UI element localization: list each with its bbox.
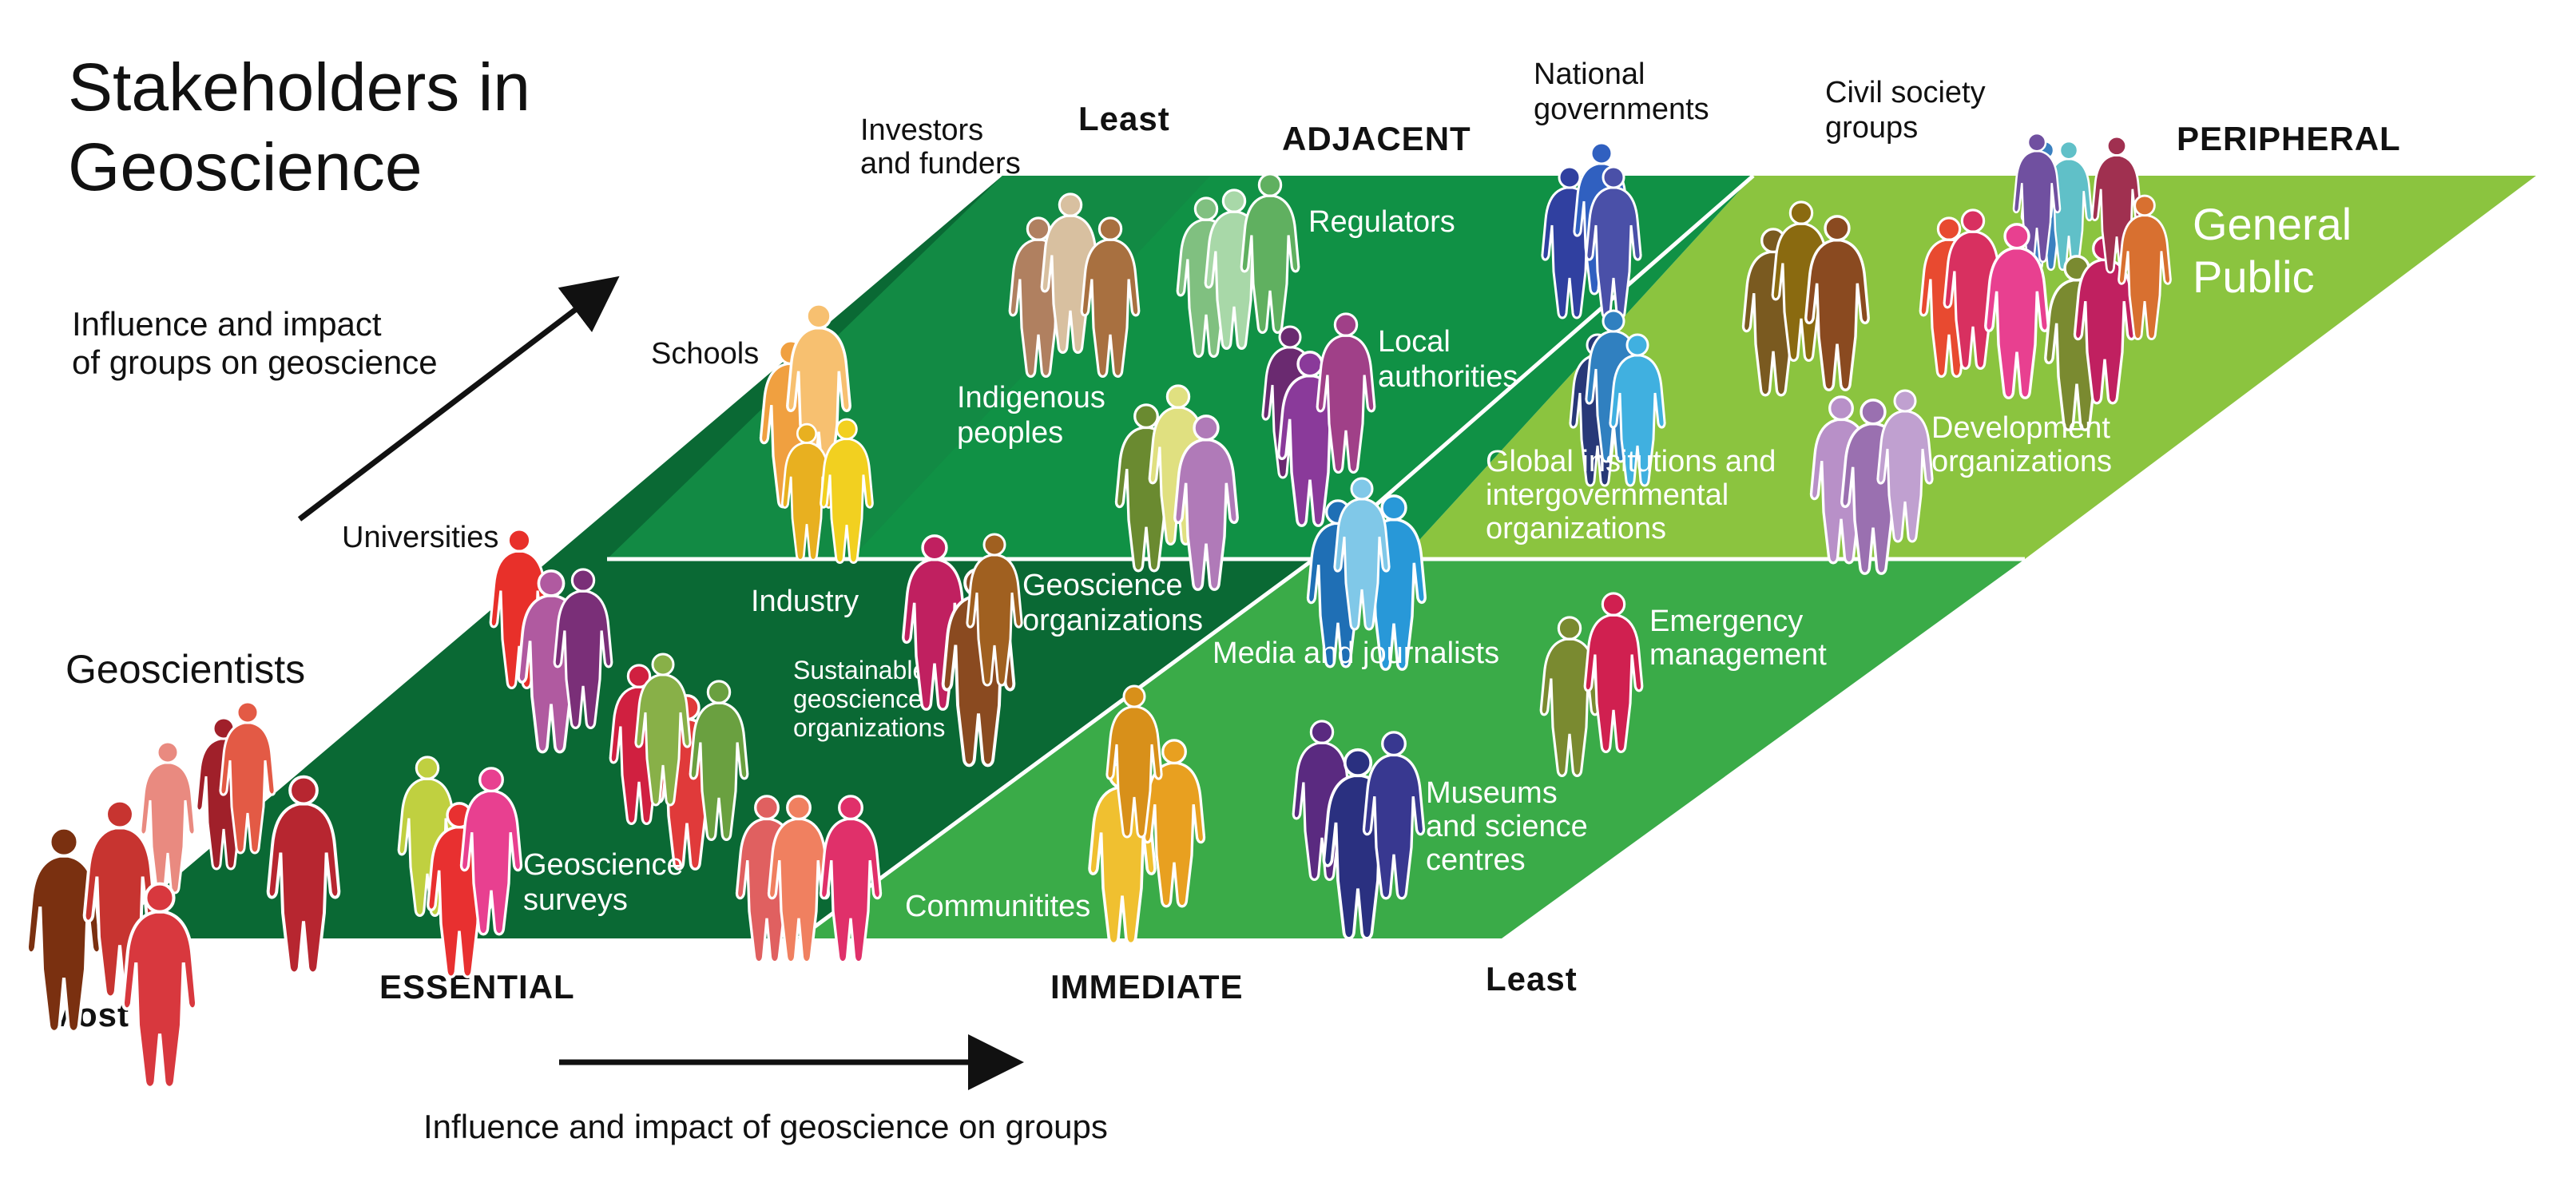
surveys-label-line: surveys bbox=[523, 883, 628, 917]
national_gov-label-line: governments bbox=[1534, 93, 1709, 126]
zone-label-immediate: IMMEDIATE bbox=[1050, 968, 1244, 1006]
group-regulators: Regulators bbox=[1176, 173, 1455, 358]
sustainable-label-line: geoscience bbox=[793, 684, 923, 713]
indigenous-label-line: Indigenous bbox=[957, 381, 1105, 415]
diagram-title: Stakeholders in Geoscience bbox=[68, 50, 549, 204]
general_public-label-line: General bbox=[2193, 199, 2352, 249]
investors-label-line: Investors bbox=[860, 113, 983, 147]
national_gov-label-line: National bbox=[1534, 58, 1645, 91]
development-label-line: organizations bbox=[1931, 445, 2112, 478]
axis-up-arrow bbox=[297, 276, 620, 522]
industry-label-line: Industry bbox=[751, 585, 859, 618]
schools-label-line: Schools bbox=[651, 337, 759, 371]
sustainable-label-line: organizations bbox=[793, 713, 945, 742]
national_gov-figures bbox=[1541, 141, 1642, 319]
group-media: Media and journalists bbox=[1213, 477, 1499, 671]
global_inst-label-line: Global insitutions and bbox=[1486, 445, 1776, 478]
global_inst-label-line: organizations bbox=[1486, 512, 1666, 545]
universities-label-line: Universities bbox=[342, 521, 498, 554]
group-universities: Universities bbox=[342, 521, 613, 754]
civil-label-line: Civil society bbox=[1825, 76, 1986, 109]
regulators-label: Regulators bbox=[1308, 205, 1455, 239]
regulators-label-line: Regulators bbox=[1308, 205, 1455, 239]
geo_orgs-label-line: Geoscience bbox=[1022, 569, 1183, 602]
essential-zone bbox=[104, 176, 1314, 938]
sustainable-label-line: Sustainable bbox=[793, 656, 927, 684]
universities-label: Universities bbox=[342, 521, 498, 554]
scale-label-least-bottom: Least bbox=[1486, 960, 1578, 998]
investors-label-line: and funders bbox=[860, 147, 1021, 180]
local_auth-label-line: Local bbox=[1378, 325, 1451, 359]
emergency-label-line: management bbox=[1649, 638, 1827, 672]
global_inst-label-line: intergovernmental bbox=[1486, 478, 1729, 512]
museums-label-line: Museums bbox=[1426, 776, 1558, 810]
development-label-line: Development bbox=[1931, 411, 2110, 445]
communities-label: Communitites bbox=[905, 890, 1090, 923]
indigenous-label-line: peoples bbox=[957, 416, 1063, 450]
investors-figures bbox=[1008, 192, 1141, 378]
group-schools: Schools bbox=[651, 303, 874, 565]
media-label-line: Media and journalists bbox=[1213, 637, 1499, 670]
group-industry: Industry bbox=[609, 585, 859, 871]
museums-label-line: and science bbox=[1426, 810, 1588, 843]
general_public-label-line: Public bbox=[2193, 252, 2315, 302]
group-geoscientists: Geoscientists bbox=[27, 647, 341, 1088]
sustainable-figures bbox=[735, 795, 883, 964]
local_auth-label-line: authorities bbox=[1378, 360, 1518, 394]
zone-label-peripheral: PERIPHERAL bbox=[2177, 120, 2401, 157]
axis-up-label: Influence and impact of groups on geosci… bbox=[72, 305, 438, 381]
museums-label-line: centres bbox=[1426, 843, 1526, 877]
geoscientists-label-line: Geoscientists bbox=[65, 647, 305, 692]
schools-label: Schools bbox=[651, 337, 759, 371]
communities-label-line: Communitites bbox=[905, 890, 1090, 923]
zone-label-adjacent: ADJACENT bbox=[1282, 120, 1471, 157]
media-label: Media and journalists bbox=[1213, 637, 1499, 670]
scale-label-least-top: Least bbox=[1078, 100, 1170, 137]
surveys-label-line: Geoscience bbox=[523, 848, 684, 882]
geo_orgs-label-line: organizations bbox=[1022, 604, 1203, 637]
geoscientists-label: Geoscientists bbox=[65, 647, 305, 692]
axis-right-label: Influence and impact of geoscience on gr… bbox=[423, 1108, 1108, 1145]
group-communities: Communitites bbox=[905, 684, 1206, 946]
civil-label-line: groups bbox=[1825, 111, 1918, 145]
industry-label: Industry bbox=[751, 585, 859, 618]
emergency-label-line: Emergency bbox=[1649, 605, 1803, 638]
zone-label-essential: ESSENTIAL bbox=[379, 968, 575, 1006]
